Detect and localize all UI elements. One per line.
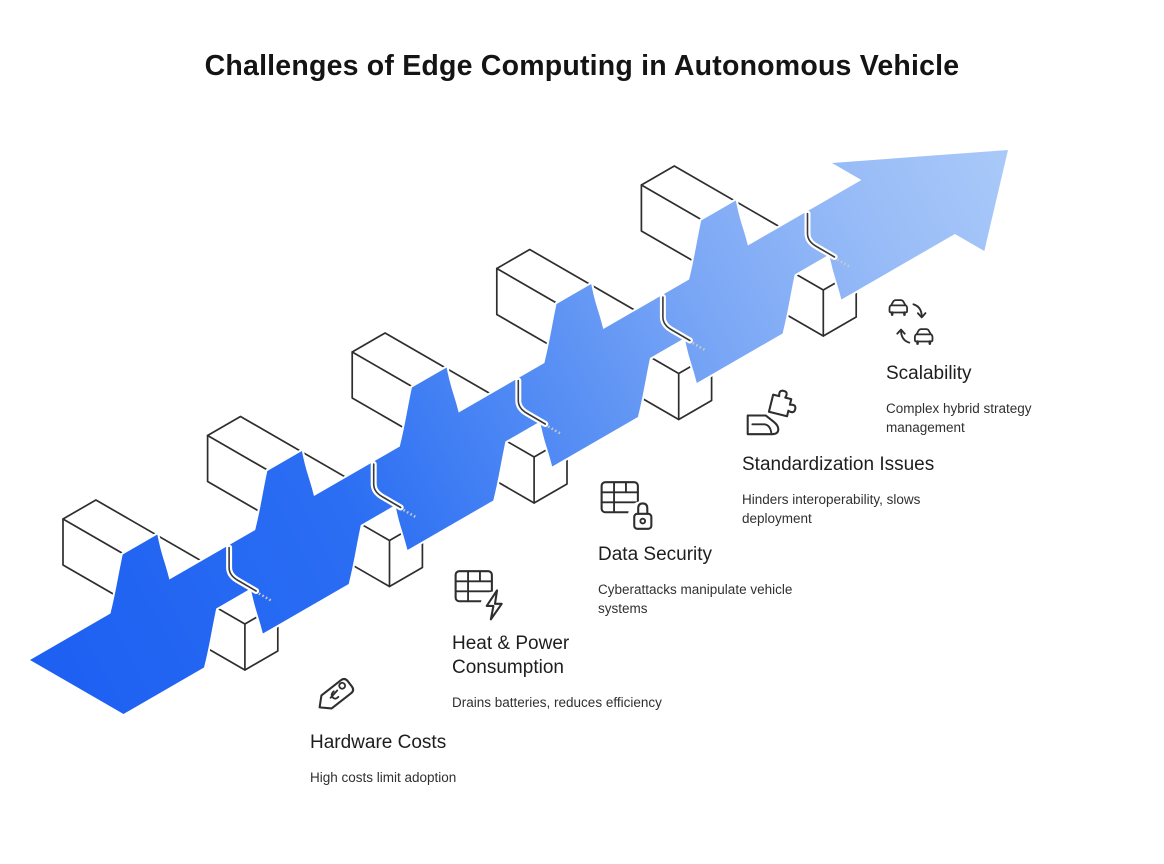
step-description: High costs limit adoption xyxy=(310,770,457,785)
step-description: Hinders interoperability, slows deployme… xyxy=(742,492,921,526)
step-scalability: Scalability Complex hybrid strategy mana… xyxy=(886,295,1064,437)
ribbon-arrow xyxy=(28,148,1010,716)
page-title: Challenges of Edge Computing in Autonomo… xyxy=(204,50,960,82)
step-description: Drains batteries, reduces efficiency xyxy=(452,695,662,710)
power-grid-bolt-icon xyxy=(454,570,509,621)
data-grid-lock-icon xyxy=(600,481,656,530)
step-data-security: Data Security Cyberattacks manipulate ve… xyxy=(598,476,830,618)
step-heat-power: Heat & Power Consumption Drains batterie… xyxy=(452,565,662,712)
step-title: Data Security xyxy=(598,544,713,565)
step-standardization: Standardization Issues Hinders interoper… xyxy=(742,386,954,528)
step-hardware-costs: Hardware Costs High costs limit adoption xyxy=(310,664,456,787)
car-swap-icon xyxy=(888,299,934,345)
step-title: Standardization Issues xyxy=(742,454,935,475)
price-tag-icon xyxy=(318,678,355,710)
step-title: Heat & Power Consumption xyxy=(452,633,570,678)
ribbon-drape-details xyxy=(226,210,852,603)
step-description: Cyberattacks manipulate vehicle systems xyxy=(598,582,793,616)
step-title: Hardware Costs xyxy=(310,732,447,753)
step-description: Complex hybrid strategy management xyxy=(886,401,1032,435)
puzzle-hand-icon xyxy=(746,389,797,436)
step-title: Scalability xyxy=(886,363,972,384)
